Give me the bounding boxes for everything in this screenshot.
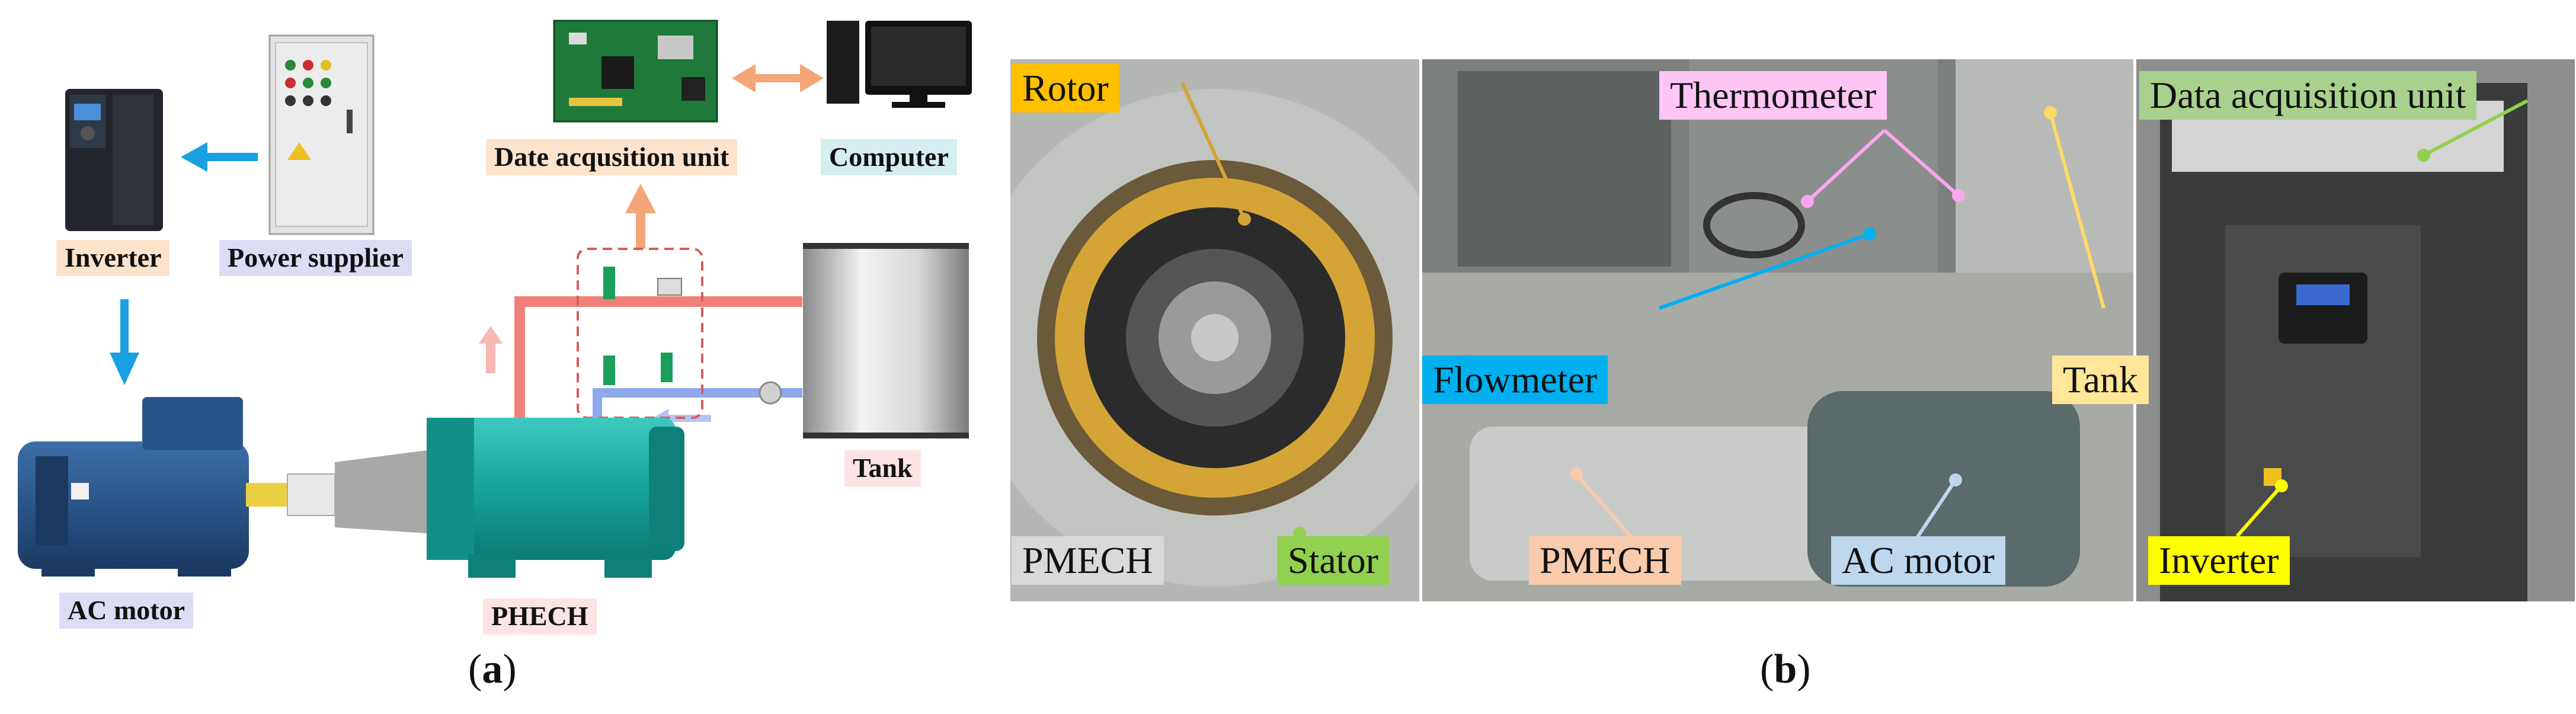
label-tank: Tank — [844, 450, 921, 486]
daq-leader — [2423, 99, 2529, 157]
photo-test-rig — [1422, 59, 2133, 601]
computer-device — [827, 21, 972, 108]
tank-drawing — [803, 243, 969, 438]
inverter-device — [65, 89, 163, 231]
label-rotor: Rotor — [1012, 64, 1119, 113]
coupling — [287, 450, 427, 533]
label-pmech-2: PMECH — [1529, 536, 1681, 585]
label-computer: Computer — [821, 139, 957, 175]
power-supplier-cabinet — [268, 34, 375, 235]
caption-b: (b) — [1760, 646, 1811, 692]
sensors — [603, 267, 682, 385]
label-inverter: Inverter — [56, 240, 170, 276]
rotor-leader — [1180, 82, 1246, 220]
thermometer-leader-1 — [1806, 129, 1886, 203]
hot-pipe — [479, 296, 802, 427]
label-thermometer: Thermometer — [1659, 71, 1887, 120]
label-ac-motor: AC motor — [1831, 536, 2005, 585]
daq-board — [553, 20, 718, 123]
tank-leader — [2049, 112, 2105, 309]
panel-b: Rotor PMECH Stator Thermometer Flowmeter… — [1010, 0, 2576, 714]
caption-a: (a) — [468, 646, 517, 692]
thermometer-leader-2 — [1883, 129, 1960, 197]
label-data-acquisition-unit: Date acqusition unit — [486, 139, 738, 175]
inverter-leader — [2235, 485, 2283, 537]
label-inverter: Inverter — [2148, 536, 2290, 585]
photo-rotor-stator — [1010, 59, 1419, 601]
label-stator: Stator — [1277, 536, 1389, 585]
label-power-supplier: Power supplier — [219, 240, 412, 276]
phech-drawing — [427, 418, 684, 578]
sensor-box — [577, 248, 703, 419]
label-flowmeter: Flowmeter — [1422, 356, 1608, 405]
label-ac-motor: AC motor — [59, 593, 193, 629]
power-to-inverter-arrow — [181, 142, 258, 172]
ac-motor-leader — [1912, 479, 1957, 543]
label-tank: Tank — [2052, 356, 2149, 405]
flowmeter-leader — [1659, 232, 1870, 310]
pmech-leader — [1575, 473, 1637, 543]
ac-motor-drawing — [18, 397, 287, 577]
label-phech: PHECH — [483, 598, 597, 635]
daq-computer-arrow — [732, 64, 824, 92]
panel-a-diagram — [18, 20, 972, 578]
photo-cabinet — [2136, 59, 2575, 601]
label-pmech-1: PMECH — [1012, 536, 1164, 585]
inverter-to-motor-arrow — [110, 299, 139, 385]
panel-a: Inverter Power supplier Date acqusition … — [0, 0, 1007, 714]
sensor-to-daq-arrow — [625, 184, 656, 249]
label-data-acquisition-unit: Data acquisition unit — [2139, 71, 2477, 120]
